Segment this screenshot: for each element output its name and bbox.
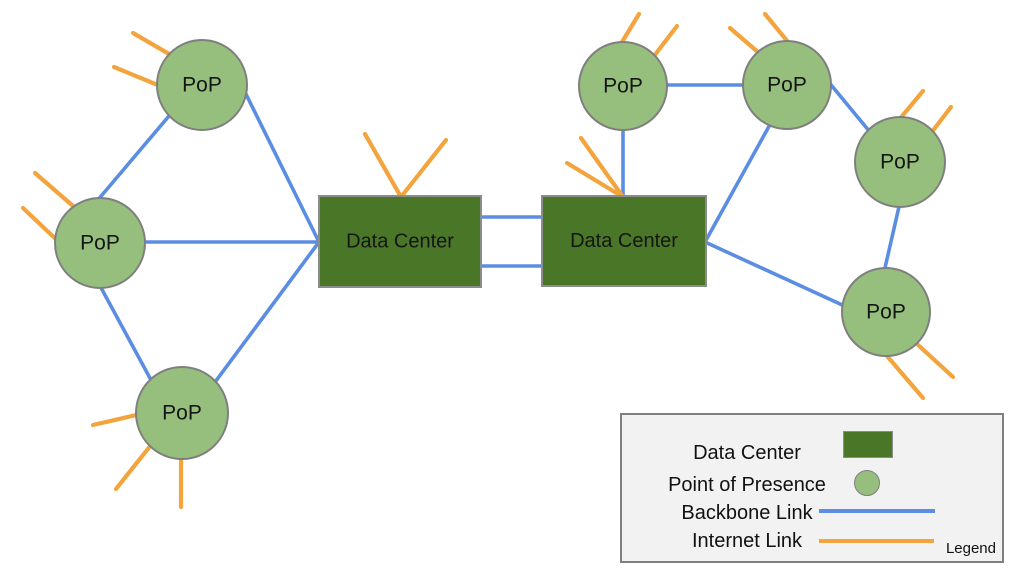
internet-link [32,170,76,209]
pop-label: PoP [182,74,222,97]
pop-node [854,116,946,208]
pop-node [841,267,931,357]
internet-link [727,25,762,56]
internet-link-swatch [819,539,934,543]
internet-link [20,205,63,246]
legend-label-point-of-presence: Point of Presence [668,474,826,496]
backbone-link [196,240,321,407]
internet-link [895,88,926,124]
pop-label: PoP [866,301,906,324]
internet-link [762,11,791,45]
internet-link [648,23,680,63]
pop-label: PoP [880,151,920,174]
backbone-link [89,101,182,210]
data-center-label: Data Center [346,231,454,253]
data-center-node [541,195,707,287]
internet-link [884,353,926,401]
legend-box: Data Center Point of Presence Backbone L… [620,413,1004,563]
internet-link [914,341,956,380]
pop-label: PoP [162,402,202,425]
pop-node [54,197,146,289]
legend-label-backbone-link: Backbone Link [681,502,813,524]
pop-node [156,39,248,131]
legend-label-internet-link: Internet Link [691,530,803,552]
legend-title: Legend [945,540,996,557]
pop-swatch [854,470,880,496]
internet-link [398,137,449,200]
internet-link [578,135,626,200]
pop-node [578,41,668,131]
pop-node [742,40,832,130]
pop-label: PoP [80,232,120,255]
pop-label: PoP [603,75,643,98]
legend-label-data-center: Data Center [693,442,801,464]
internet-link [362,131,404,200]
internet-link [113,437,158,492]
internet-link [564,160,626,200]
data-center-swatch [843,431,893,458]
pop-node [135,366,229,460]
backbone-link [238,80,321,244]
pop-label: PoP [767,74,807,97]
data-center-label: Data Center [570,230,678,252]
backbone-link-swatch [819,509,935,513]
data-center-node [318,195,482,288]
